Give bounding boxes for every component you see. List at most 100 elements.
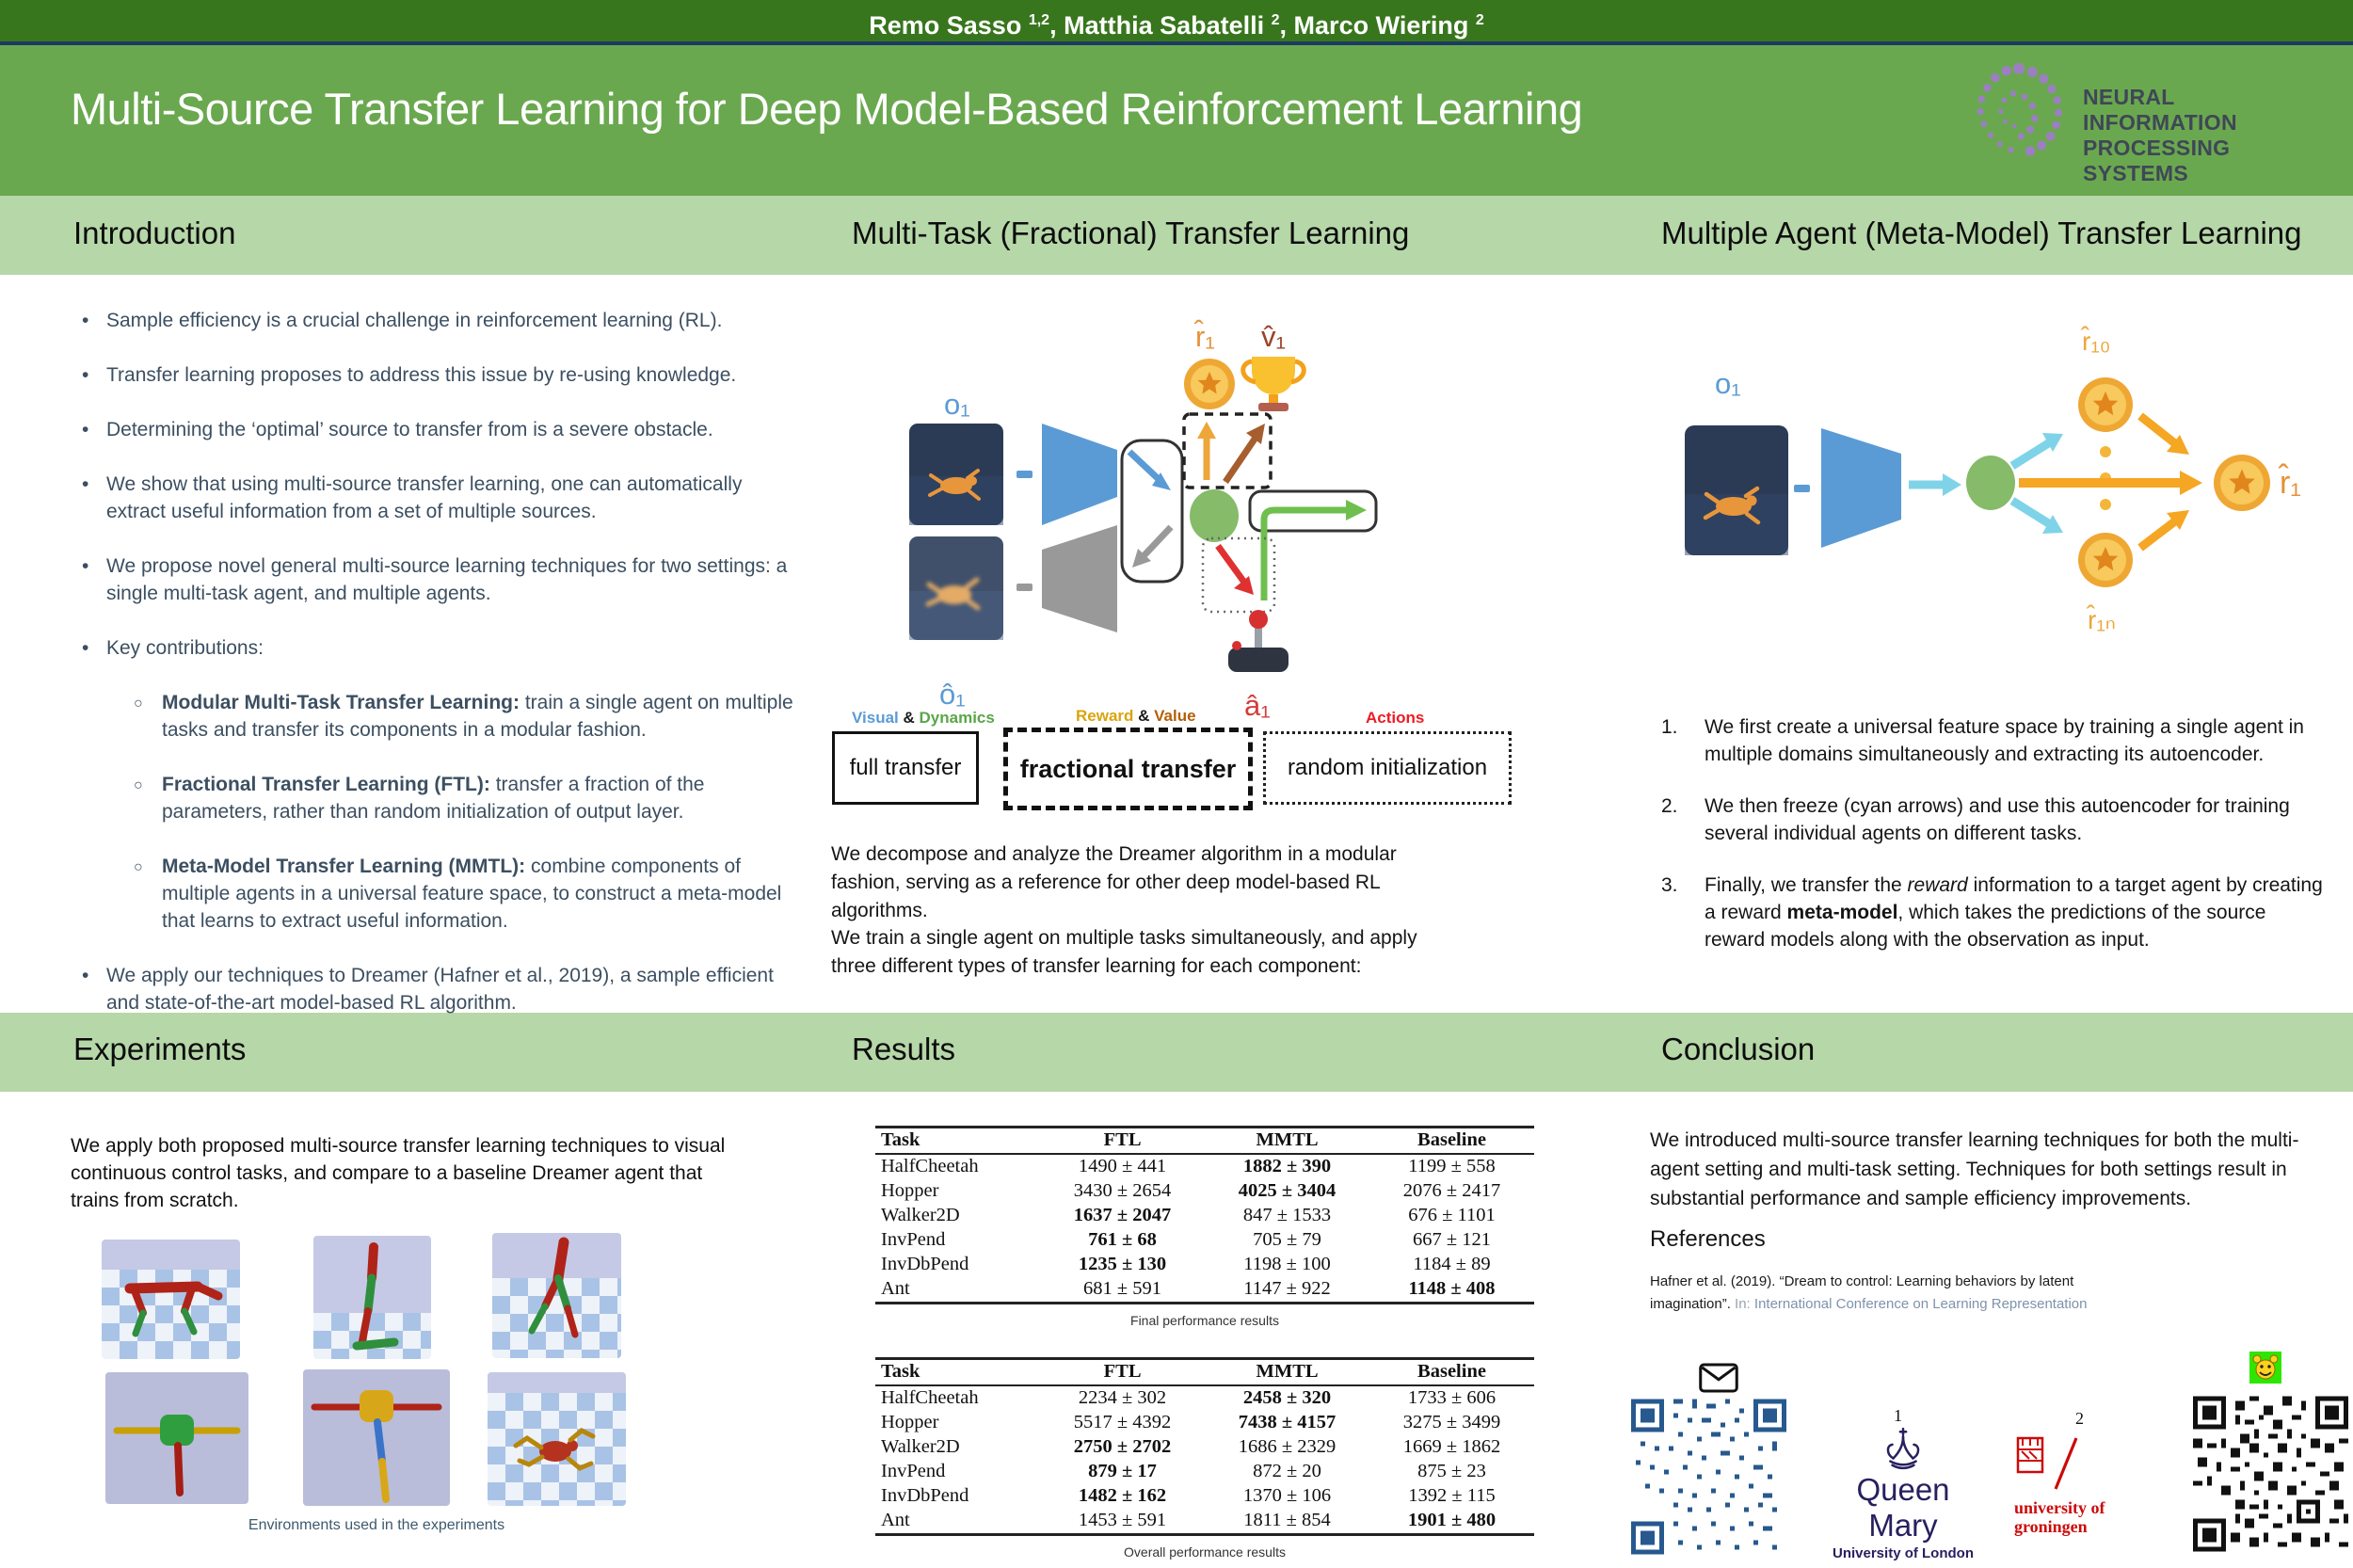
conclusion-paragraph: We introduced multi-source transfer lear… <box>1650 1129 2299 1209</box>
queen-mary-name: Queen Mary <box>1856 1472 1950 1543</box>
legend-2-segments: Actions <box>1366 709 1425 727</box>
section-title-results: Results <box>852 1032 956 1066</box>
dynamics-transfer-box <box>1248 489 1378 533</box>
transfer-box-random-label: random initialization <box>1287 755 1488 780</box>
value-trophy-icon <box>1241 357 1306 411</box>
visual-transfer-box <box>1120 439 1184 584</box>
env-thumb-halfcheetah <box>102 1240 240 1359</box>
mm-latent-circle <box>1966 456 2015 510</box>
mm-label-r1-last: r̂₁ₙ <box>2086 605 2116 634</box>
multitask-paragraph-1: We decompose and analyze the Dreamer alg… <box>831 843 1397 921</box>
legend-0-segments: Visual & Dynamics <box>852 709 995 727</box>
joystick-icon <box>1228 610 1289 672</box>
numbered-step: 2.We then freeze (cyan arrows) and use t… <box>1661 795 2290 844</box>
legend-reward-value: Reward & Value <box>1076 707 1196 726</box>
reward-coin-icon <box>1184 359 1235 409</box>
env-thumb-ant <box>488 1372 626 1506</box>
rug-text-line1: university of <box>2014 1498 2105 1517</box>
label-r1-hat: r̂₁ <box>1193 318 1215 353</box>
neurips-logo-text: NEURAL INFORMATION PROCESSING SYSTEMS <box>2083 85 2320 186</box>
sub-bullet-item: ○Meta-Model Transfer Learning (MMTL): co… <box>134 856 782 932</box>
email-icon <box>1699 1363 1738 1393</box>
neurips-text-line2: PROCESSING SYSTEMS <box>2083 136 2231 185</box>
title-band <box>0 45 2353 196</box>
mm-cyan-arrow-up <box>2009 433 2063 470</box>
ant-figure <box>513 1428 596 1471</box>
section-band-bottom <box>0 1013 2353 1092</box>
transfer-box-random: random initialization <box>1263 731 1512 805</box>
label-a1-hat: â₁ <box>1244 689 1271 722</box>
mm-cyan-arrow-down <box>2009 497 2063 534</box>
intro-bullets: •Sample efficiency is a crucial challeng… <box>71 307 795 1044</box>
mm-reward-coin-bottom <box>2078 533 2133 587</box>
mm-encoder-trapezoid <box>1821 428 1901 548</box>
mm-orange-arrow-top <box>2137 412 2189 455</box>
transfer-box-full-label: full transfer <box>849 755 962 780</box>
bullet-item: •We propose novel general multi-source l… <box>82 555 788 604</box>
legend-visual-dynamics: Visual & Dynamics <box>852 709 995 728</box>
rug-text-line2: groningen <box>2014 1517 2088 1536</box>
mm-orange-arrow-bottom <box>2137 510 2189 552</box>
bullet-item: •Transfer learning proposes to address t… <box>82 364 737 386</box>
metamodel-steps: 1.We first create a universal feature sp… <box>1661 713 2325 978</box>
mm-orange-arrow-mid <box>2019 471 2202 495</box>
results-table-final-caption: Final performance results <box>1130 1313 1279 1328</box>
section-title-conclusion: Conclusion <box>1661 1032 1816 1066</box>
mm-label-r1: r̂₁ <box>2278 464 2301 501</box>
neurips-logo: NEURAL INFORMATION PROCESSING SYSTEMS <box>1962 53 2320 185</box>
section-title-metamodel: Multiple Agent (Meta-Model) Transfer Lea… <box>1661 216 2302 250</box>
results-table-overall-caption: Overall performance results <box>1124 1544 1286 1560</box>
numbered-step: 3.Finally, we transfer the reward inform… <box>1661 874 2323 951</box>
mm-cyan-arrow-main <box>1909 473 1961 496</box>
legend-1-segments: Reward & Value <box>1076 707 1196 725</box>
actions-arrow <box>1215 543 1254 595</box>
observation-tile <box>909 424 1003 525</box>
sub-bullet-item: ○Fractional Transfer Learning (FTL): tra… <box>134 774 705 823</box>
qr-code-paper <box>2193 1396 2348 1552</box>
queen-mary-logo: Queen Mary University of London <box>1818 1425 1988 1561</box>
env-thumb-hopper <box>313 1236 431 1359</box>
invdoublependulum-figure <box>311 1390 442 1503</box>
bullet-item: •We apply our techniques to Dreamer (Haf… <box>82 965 774 1014</box>
reference-entry: Hafner et al. (2019). “Dream to control:… <box>1650 1273 2088 1312</box>
section-title-introduction: Introduction <box>73 216 236 250</box>
env-thumb-invdoublependulum <box>303 1369 450 1506</box>
env-thumb-walker2d <box>492 1233 621 1358</box>
smiley-icon <box>2249 1352 2281 1384</box>
env-thumb-invpendulum <box>105 1372 248 1504</box>
hopper-figure <box>352 1242 399 1351</box>
transfer-box-full: full transfer <box>832 731 979 805</box>
reconstructed-tile <box>909 536 1003 640</box>
qr-code-contact <box>1631 1399 1786 1555</box>
reward-arrow <box>1197 422 1216 480</box>
invpendulum-figure <box>113 1415 241 1496</box>
section-title-multitask: Multi-Task (Fractional) Transfer Learnin… <box>852 216 1410 250</box>
dynamics-arrow <box>1260 500 1367 600</box>
label-o1: o₁ <box>944 388 970 421</box>
bullet-item: •Determining the ‘optimal’ source to tra… <box>82 419 713 440</box>
transfer-box-fractional: fractional transfer <box>1003 728 1253 810</box>
neurips-swirl-icon <box>1977 62 2063 156</box>
affiliation-2: 2 <box>2075 1409 2084 1428</box>
author-bar: Remo Sasso 1,2, Matthia Sabatelli 2, Mar… <box>0 0 2353 45</box>
section-band-top <box>0 196 2353 275</box>
mm-observation-tile <box>1685 425 1788 555</box>
groningen-logo: university of groningen <box>2014 1434 2165 1536</box>
bullet-item: •Key contributions: <box>82 637 264 659</box>
walker2d-figure <box>528 1237 579 1338</box>
